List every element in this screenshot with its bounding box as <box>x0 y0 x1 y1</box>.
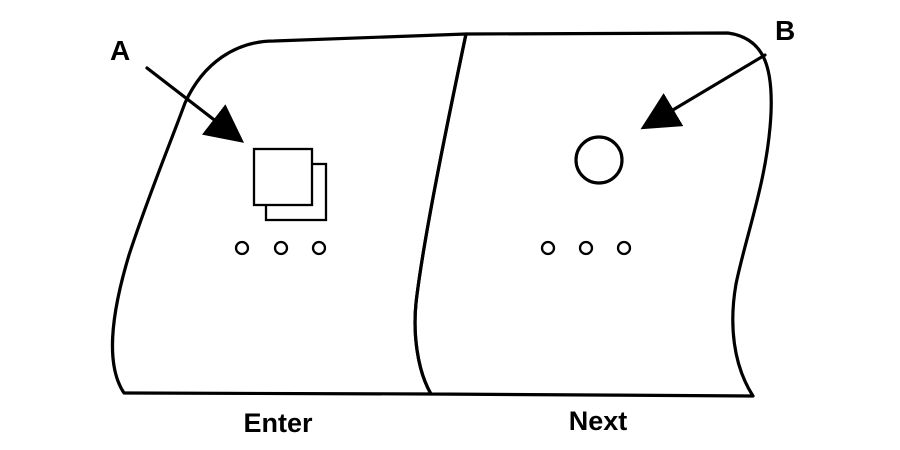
right-panel-outline <box>413 31 773 398</box>
callout-arrow-b <box>640 53 767 130</box>
left-dot-3 <box>311 240 327 256</box>
left-panel <box>110 32 468 396</box>
stacked-squares-icon <box>252 147 328 222</box>
left-dot-1 <box>234 240 250 256</box>
arrow-a-line <box>145 66 245 143</box>
callout-label-b: B <box>775 15 795 46</box>
callout-label-a: A <box>110 35 130 66</box>
right-dot-2 <box>578 240 594 256</box>
right-panel-caption: Next <box>569 406 628 436</box>
left-panel-caption: Enter <box>243 408 313 438</box>
left-dot-2 <box>273 240 289 256</box>
left-three-dot-indicator <box>234 240 327 256</box>
right-dot-3 <box>616 240 632 256</box>
right-dot-1 <box>540 240 556 256</box>
arrow-b-line <box>640 53 767 130</box>
callout-arrow-a <box>145 66 245 143</box>
front-square <box>252 147 314 207</box>
circle-icon <box>574 135 624 185</box>
right-panel <box>413 31 773 398</box>
right-three-dot-indicator <box>540 240 632 256</box>
